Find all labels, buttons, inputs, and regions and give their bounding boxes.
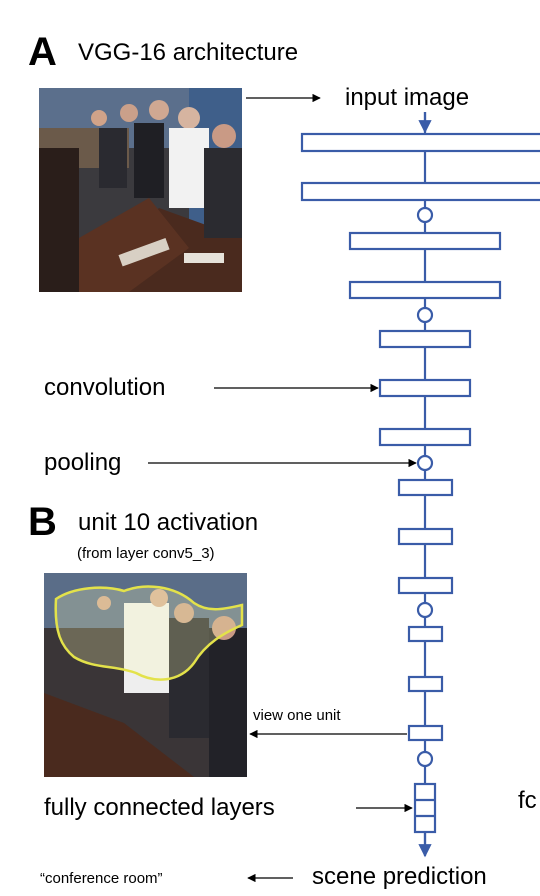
conv-layer-9 (397, 527, 454, 546)
pool-layer-5 (416, 750, 434, 768)
view-one-unit-label: view one unit (253, 707, 341, 724)
panel-a-letter: A (28, 30, 57, 74)
conv-layer-8 (397, 478, 454, 497)
activation-outline (54, 585, 244, 681)
conv-layer-7 (378, 427, 472, 447)
fully-connected-label: fully connected layers (44, 794, 275, 821)
conv-layer-3 (348, 231, 502, 251)
pool-layer-4 (416, 601, 434, 619)
conv-layer-12 (407, 675, 444, 693)
cut-text: fc (518, 787, 537, 814)
conv-layer-2 (300, 181, 540, 202)
output-class-label: “conference room” (40, 870, 163, 887)
panel-b-subtitle: (from layer conv5_3) (77, 545, 215, 562)
pooling-label: pooling (44, 449, 122, 476)
input-photo (39, 88, 242, 292)
pool-layer-2 (416, 306, 434, 324)
conv-layer-10 (397, 576, 454, 595)
panel-b-letter: B (28, 500, 57, 544)
conv-layer-1 (300, 132, 540, 153)
input-image-label: input image (345, 84, 470, 111)
panel-a-title: VGG-16 architecture (78, 39, 299, 66)
fc-layers (413, 782, 437, 834)
panel-b-title: unit 10 activation (78, 509, 259, 536)
conv-layer-5 (378, 329, 472, 349)
conv-layer-13 (407, 724, 444, 742)
convolution-label: convolution (44, 374, 166, 401)
activation-photo (44, 573, 247, 777)
conv-layer-11 (407, 625, 444, 643)
scene-prediction-label: scene prediction (312, 863, 487, 890)
conv-layer-6 (378, 378, 472, 398)
pool-layer-3 (416, 454, 434, 472)
conv-layer-4 (348, 280, 502, 300)
pool-layer-1 (416, 206, 434, 224)
